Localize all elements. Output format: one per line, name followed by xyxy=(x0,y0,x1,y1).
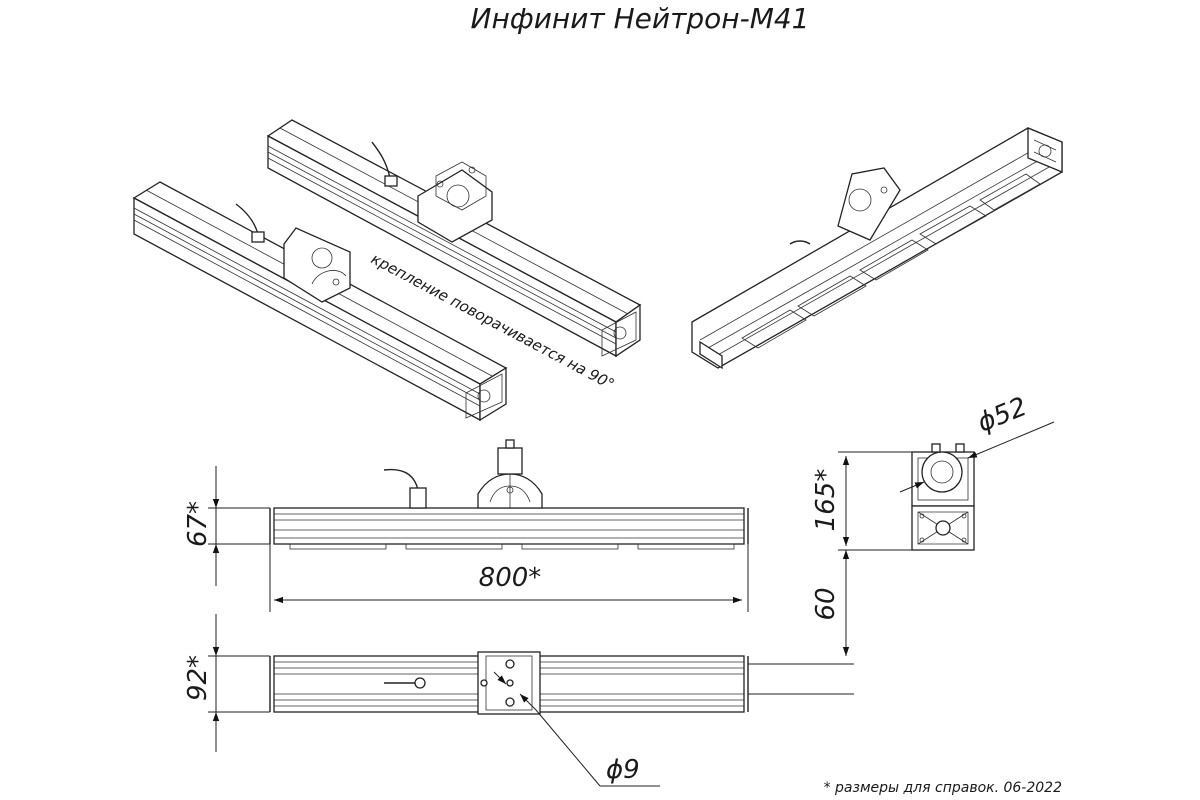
dim-hole-diameter-label: ϕ52 xyxy=(973,392,1031,439)
dim-height-top xyxy=(208,614,270,752)
dim-bracket-height-label: 165* xyxy=(811,469,841,532)
footnote: * размеры для справок. 06-2022 xyxy=(824,780,1063,796)
dim-length xyxy=(269,544,749,612)
top-view xyxy=(269,651,749,715)
dim-mount-hole-label: ϕ9 xyxy=(606,755,640,785)
dim-gap-label: 60 xyxy=(811,587,841,620)
dim-bracket-height xyxy=(838,451,912,551)
iso-lamp-underside xyxy=(691,127,1063,370)
iso-lamp-back xyxy=(266,119,642,358)
dim-length-label: 800* xyxy=(479,563,542,593)
dim-height-side-label: 67* xyxy=(183,501,213,547)
dim-mount-hole xyxy=(493,671,660,787)
drawing-title: Инфинит Нейтрон-М41 xyxy=(471,2,810,35)
dim-height-top-label: 92* xyxy=(183,655,213,701)
dim-gap xyxy=(748,550,854,695)
dim-height-side xyxy=(208,466,270,586)
iso-lamp-front xyxy=(132,181,508,422)
dim-hole-diameter xyxy=(899,421,1055,493)
end-view xyxy=(911,443,975,551)
side-view xyxy=(269,439,749,550)
